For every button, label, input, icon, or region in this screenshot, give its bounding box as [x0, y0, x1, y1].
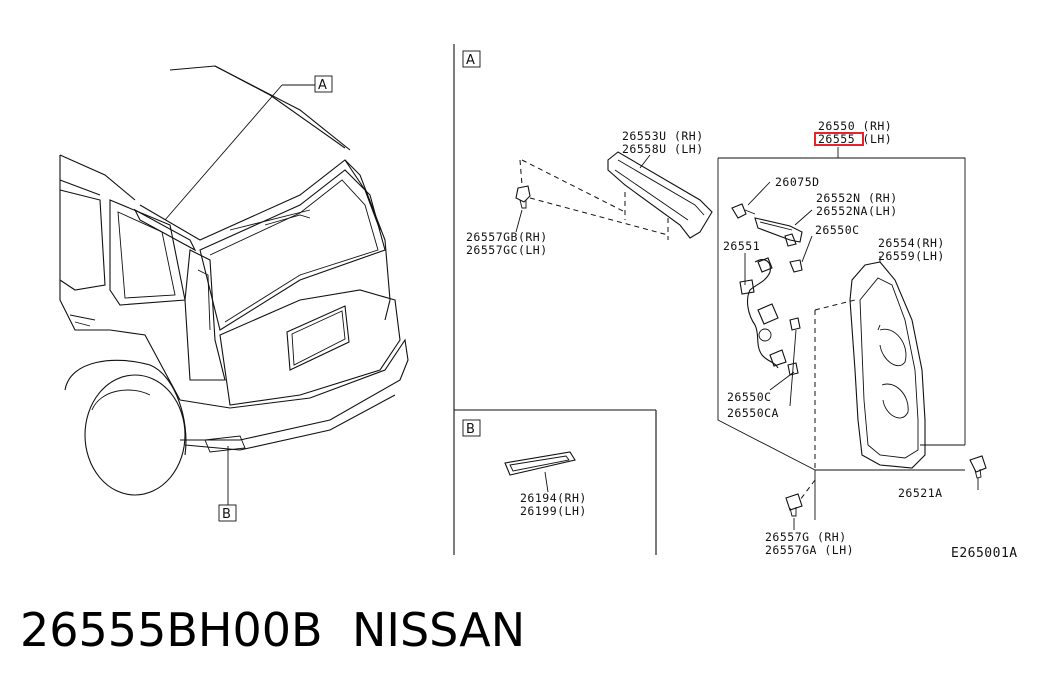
section-frames: A B	[453, 44, 657, 555]
label-26194: 26194(RH)	[520, 491, 587, 505]
label-26559: 26559(LH)	[878, 249, 945, 263]
callout-a-box	[314, 75, 333, 93]
label-26555: 26555 (LH)	[818, 132, 892, 146]
label-26558u: 26558U (LH)	[622, 142, 704, 156]
label-26551: 26551	[723, 239, 760, 253]
grommet-26557g: 26557G (RH) 26557GA (LH)	[765, 479, 854, 557]
section-b-box	[462, 419, 481, 437]
label-26557gb: 26557GB(RH)	[466, 230, 548, 244]
label-26552na: 26552NA(LH)	[816, 204, 898, 218]
label-26550ca: 26550CA	[727, 406, 779, 420]
reflector-26194: 26194(RH) 26199(LH)	[504, 451, 587, 518]
section-a-box	[462, 50, 481, 68]
lens-26554: 26554(RH) 26559(LH)	[814, 236, 945, 470]
label-26554: 26554(RH)	[878, 236, 945, 250]
section-b-label: B	[466, 422, 475, 437]
label-26075d: 26075D	[775, 175, 820, 189]
label-26521a: 26521A	[898, 486, 943, 500]
diagram-code: E265001A	[951, 546, 1018, 561]
callout-a-left: A	[164, 75, 333, 221]
label-26550c-top: 26550C	[815, 223, 860, 237]
bolt-26521a: 26521A	[898, 455, 987, 500]
clip-26557gb: 26557GB(RH) 26557GC(LH)	[466, 159, 669, 257]
label-26557gc: 26557GC(LH)	[466, 243, 548, 257]
label-26557ga: 26557GA (LH)	[765, 543, 854, 557]
lamp-assembly-bracket: 26550 (RH) 26555 (LH)	[717, 119, 966, 520]
label-26550: 26550 (RH)	[818, 119, 892, 133]
label-26199: 26199(LH)	[520, 504, 587, 518]
callout-b-box	[218, 504, 237, 522]
label-26552n: 26552N (RH)	[816, 191, 898, 205]
callout-a-label: A	[318, 78, 327, 93]
socket-26552n: 26552N (RH) 26552NA(LH)	[754, 191, 898, 247]
harness-26551: 26551	[723, 239, 801, 376]
highlight-26555	[814, 132, 864, 146]
finisher-26553u: 26553U (RH) 26558U (LH)	[607, 129, 713, 239]
label-26550c-bottom: 26550C	[727, 390, 772, 404]
callout-b-left: B	[218, 446, 237, 522]
screw-26075d: 26075D	[731, 175, 820, 219]
caption-part-number: 26555BH00B	[20, 603, 323, 657]
car-rear-illustration	[59, 65, 409, 496]
label-26553u: 26553U (RH)	[622, 129, 704, 143]
section-a-label: A	[466, 53, 475, 68]
caption-brand: NISSAN	[352, 603, 525, 657]
label-26557g: 26557G (RH)	[765, 530, 847, 544]
callout-b-label: B	[222, 507, 231, 522]
bulb-labels-bottom: 26550C 26550CA	[727, 329, 797, 420]
bulb-26550c-top: 26550C	[789, 223, 860, 273]
